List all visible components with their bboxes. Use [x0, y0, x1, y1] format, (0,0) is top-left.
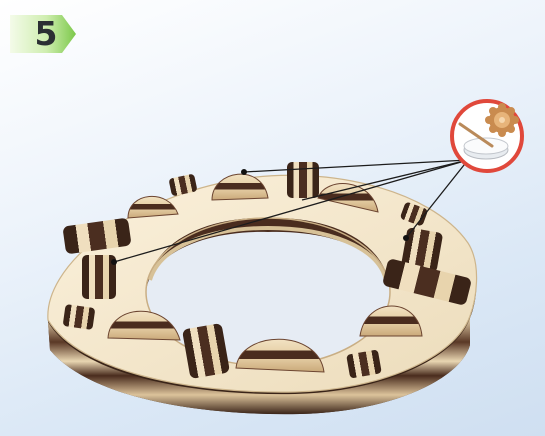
- glue-applicator-icon: [452, 101, 522, 171]
